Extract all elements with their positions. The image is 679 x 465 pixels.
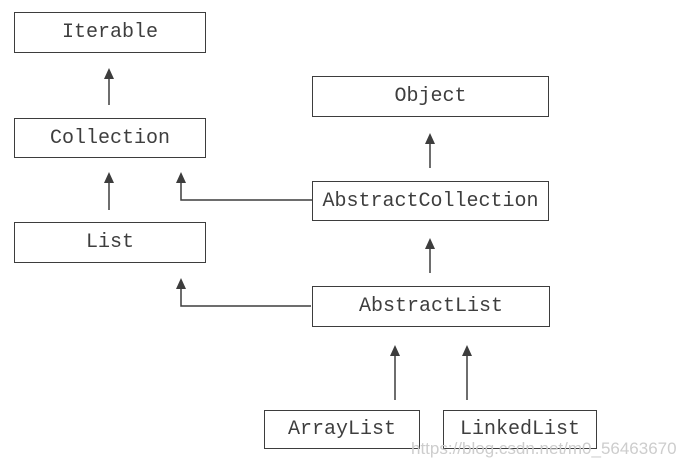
- arrow-abstractcollection-to-collection: [176, 172, 312, 201]
- class-box-list: List: [14, 222, 206, 263]
- watermark-url: https://blog.csdn.net/m0_56463670: [411, 439, 677, 458]
- class-box-collection: Collection: [14, 118, 206, 158]
- class-label-abstract-collection: AbstractCollection: [322, 189, 539, 213]
- arrow-abstractlist-to-list: [176, 278, 311, 307]
- arrow-abstractcollection-to-object: [425, 133, 435, 168]
- arrow-collection-to-iterable: [104, 68, 114, 105]
- class-label-array-list: ArrayList: [287, 418, 397, 441]
- class-box-abstract-collection: AbstractCollection: [312, 181, 549, 221]
- class-label-collection: Collection: [49, 126, 171, 150]
- arrow-list-to-collection: [104, 172, 114, 210]
- class-label-object: Object: [394, 85, 467, 108]
- class-label-linked-list: LinkedList: [459, 418, 581, 441]
- class-box-iterable: Iterable: [14, 12, 206, 53]
- class-box-object: Object: [312, 76, 549, 117]
- arrow-arraylist-to-abstractlist: [390, 345, 400, 400]
- class-label-iterable: Iterable: [61, 21, 158, 44]
- class-label-abstract-list: AbstractList: [358, 295, 504, 318]
- class-box-linked-list: LinkedList: [443, 410, 597, 449]
- class-box-abstract-list: AbstractList: [312, 286, 550, 327]
- arrow-abstractlist-to-abstractcollection: [425, 238, 435, 273]
- class-label-list: List: [85, 231, 134, 254]
- class-box-array-list: ArrayList: [264, 410, 420, 449]
- arrow-linkedlist-to-abstractlist: [462, 345, 472, 400]
